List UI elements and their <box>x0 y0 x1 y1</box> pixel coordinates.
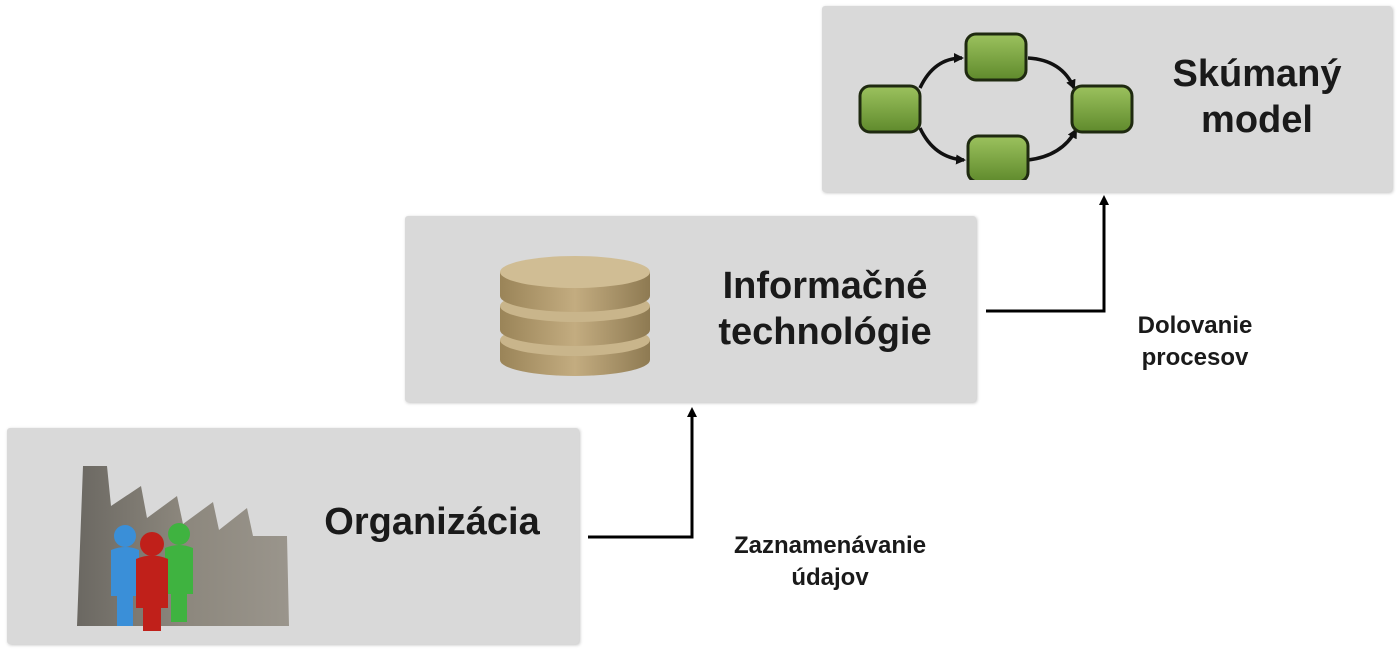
recording-label: Zaznamenávanie údajov <box>733 532 927 592</box>
organization-title: Organizácia <box>324 501 540 543</box>
mining-label: Dolovanie procesov <box>1137 312 1253 372</box>
database-icon <box>500 256 650 376</box>
arrow-mining <box>986 195 1109 313</box>
process-node <box>964 32 1028 82</box>
it-box: Informačné technológie <box>405 216 976 402</box>
factory-icon <box>77 466 289 631</box>
people-icon <box>111 523 193 631</box>
process-node <box>858 84 922 134</box>
model-box: Skúmaný model <box>822 6 1392 192</box>
it-title: Informačné technológie <box>718 265 932 353</box>
process-flow-icon <box>858 32 1134 180</box>
process-node <box>966 134 1030 180</box>
model-title: Skúmaný model <box>1172 53 1342 141</box>
arrow-recording <box>588 407 697 539</box>
process-node <box>1070 84 1134 134</box>
organization-box: Organizácia <box>7 428 579 644</box>
